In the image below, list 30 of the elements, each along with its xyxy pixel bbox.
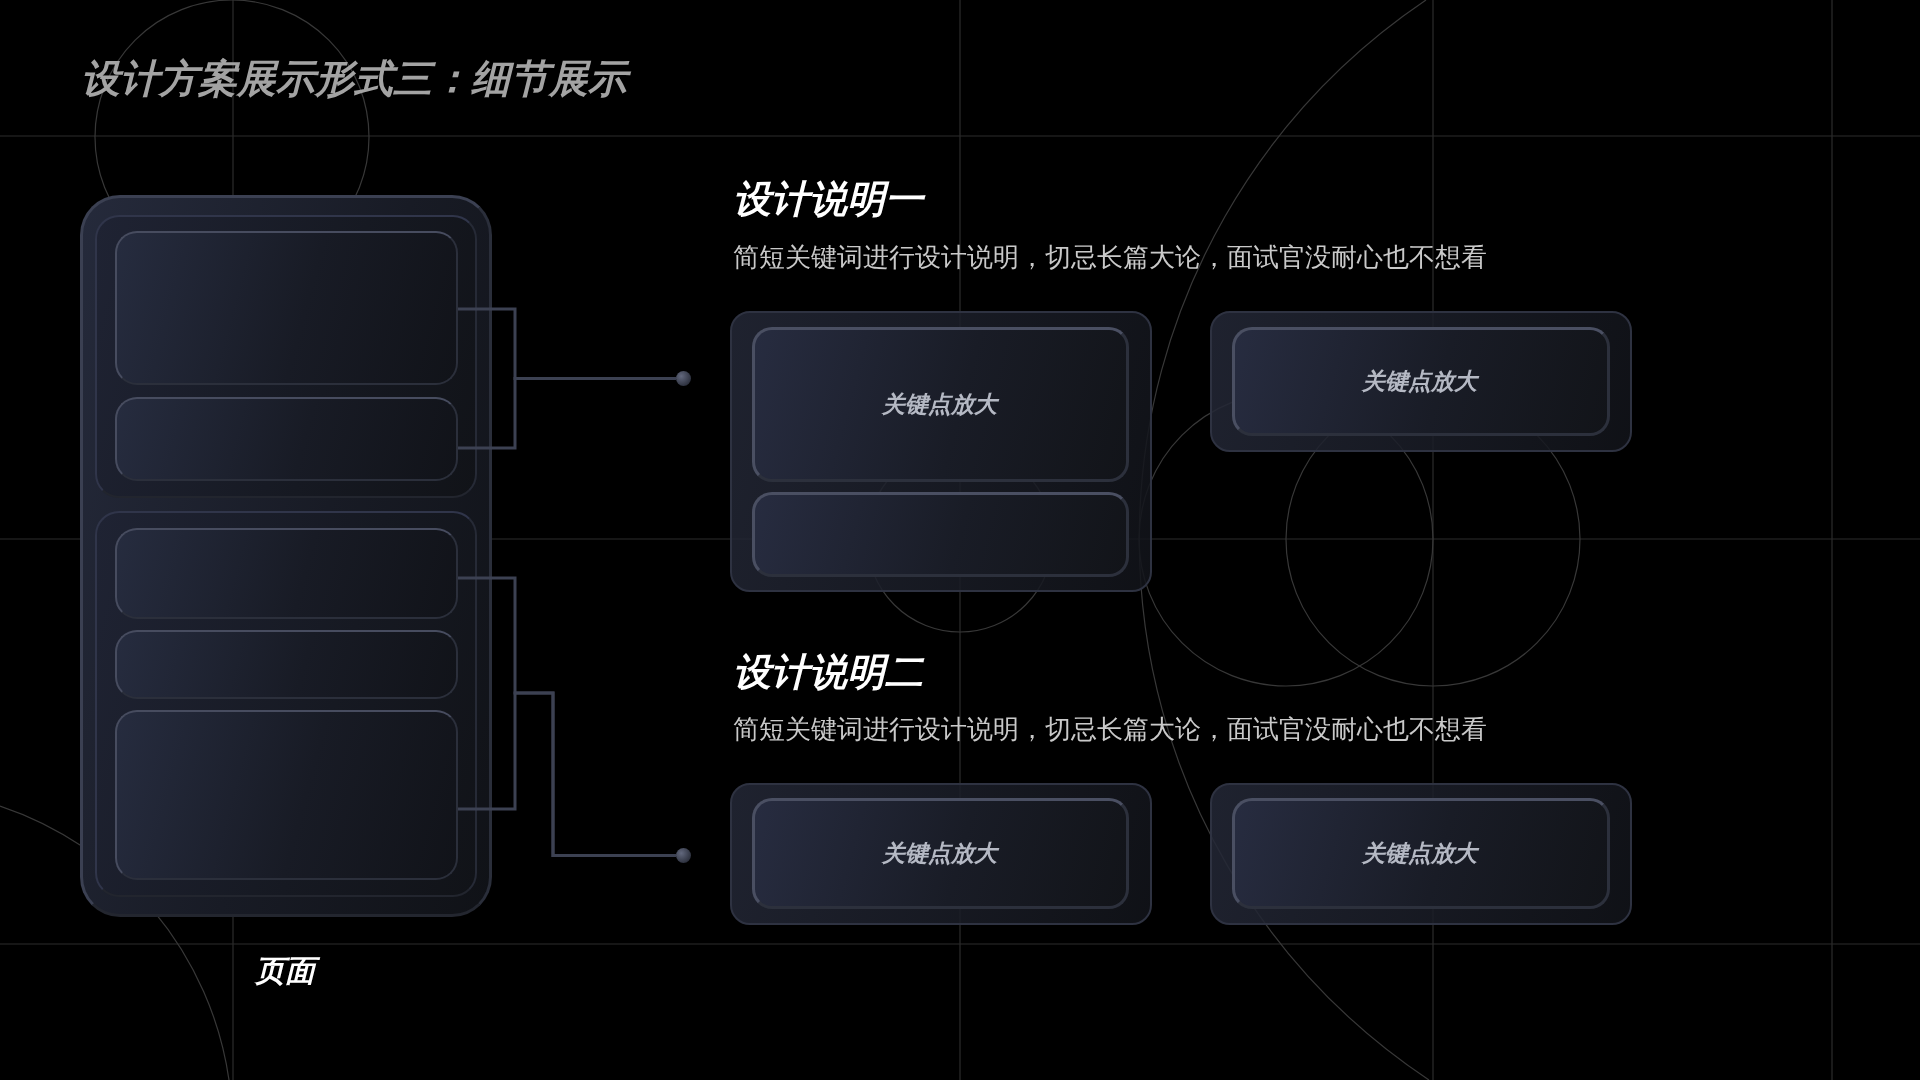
page-caption: 页面: [251, 952, 321, 990]
leader-line: [458, 377, 676, 450]
content-block: [115, 231, 458, 385]
content-block: [115, 397, 458, 481]
detail-card: [1210, 783, 1632, 925]
section-heading: 设计说明一: [732, 176, 930, 224]
content-block: [115, 710, 458, 880]
panel-caption: 关键点放大: [1360, 838, 1482, 869]
detail-card: [730, 783, 1152, 925]
detail-card: [1210, 311, 1632, 452]
leader-line: [458, 691, 676, 857]
section-frame: [95, 215, 477, 498]
detail-card: [730, 311, 1152, 592]
panel-caption: 关键点放大: [1360, 366, 1482, 397]
connector-dot: [676, 848, 691, 863]
panel-caption: 关键点放大: [879, 838, 1002, 869]
detail-panel: [752, 327, 1129, 482]
connector-dot: [676, 371, 691, 386]
detail-panel: [752, 798, 1129, 909]
detail-panel: [1232, 798, 1610, 909]
detail-panel: [1232, 327, 1610, 436]
section-heading: 设计说明二: [732, 649, 926, 696]
description-text: 简短关键词进行设计说明，切忌长篇大论，面试官没耐心也不想看: [733, 713, 1487, 746]
page-title: 设计方案展示形式三：细节展示: [80, 55, 634, 104]
panel-caption: 关键点放大: [879, 389, 1002, 420]
detail-panel: [752, 492, 1129, 577]
content-block: [115, 630, 458, 699]
content-block: [115, 528, 458, 619]
section-frame: [95, 511, 477, 897]
description-text: 简短关键词进行设计说明，切忌长篇大论，面试官没耐心也不想看: [733, 241, 1487, 274]
